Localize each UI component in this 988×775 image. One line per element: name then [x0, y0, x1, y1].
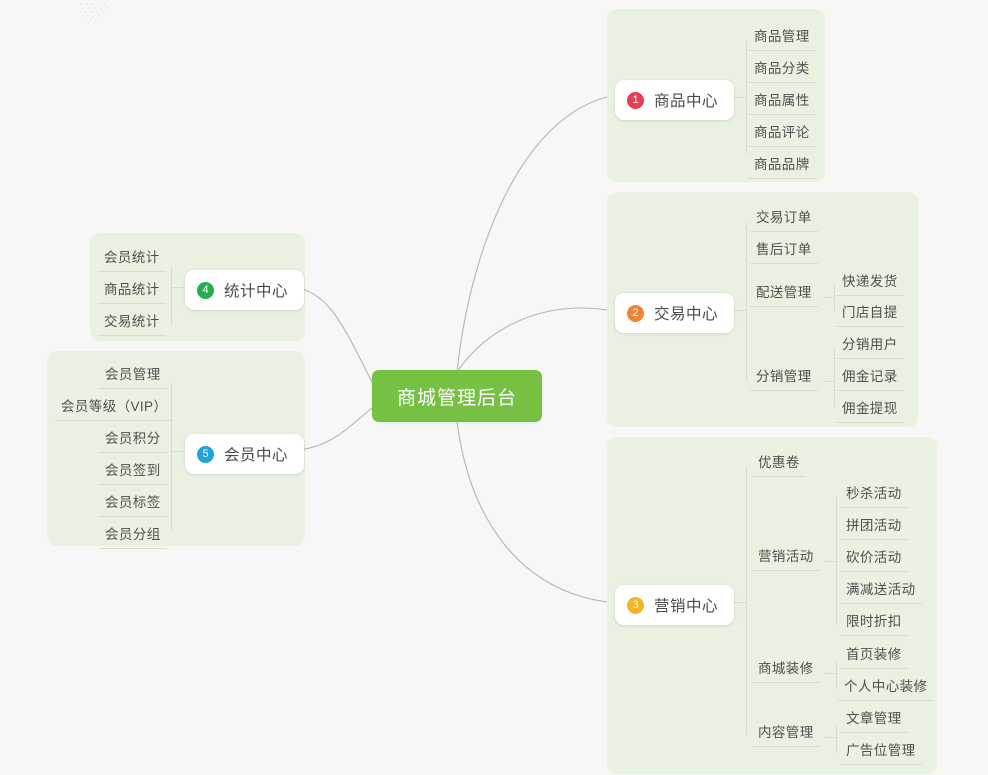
leaf-item[interactable]: 配送管理	[750, 281, 818, 307]
leaf-item[interactable]: 砍价活动	[840, 546, 908, 572]
leaf-item[interactable]: 商品分类	[748, 57, 816, 83]
branch-label-1: 商品中心	[654, 93, 719, 110]
leaf-item[interactable]: 商品管理	[748, 25, 816, 51]
branch-5-stub	[171, 451, 185, 452]
leaf-item[interactable]: 文章管理	[840, 707, 908, 733]
leaf-item[interactable]: 内容管理	[752, 721, 820, 747]
leaf-item[interactable]: 售后订单	[750, 238, 818, 264]
leaf-item[interactable]: 拼团活动	[840, 514, 908, 540]
branch-3-stub	[733, 602, 746, 603]
subbranch-fenxiao-bracket	[834, 349, 835, 407]
subbranch-sczx-stub	[825, 673, 836, 674]
leaf-item[interactable]: 商品统计	[98, 278, 166, 304]
branch-4-bracket	[171, 267, 172, 325]
leaf-item[interactable]: 限时折扣	[840, 610, 908, 636]
branch-node-4[interactable]: 4 统计中心	[185, 270, 305, 310]
watermark-dots	[80, 3, 109, 22]
branch-node-1[interactable]: 1 商品中心	[615, 80, 735, 120]
branch-label-4: 统计中心	[224, 283, 289, 300]
subbranch-peisong-bracket	[834, 285, 835, 312]
branch-2-bracket	[746, 222, 747, 380]
branch-label-5: 会员中心	[224, 447, 289, 464]
leaf-item[interactable]: 交易订单	[750, 206, 818, 232]
subbranch-fenxiao-stub	[823, 381, 834, 382]
branch-label-3: 营销中心	[654, 598, 719, 615]
branch-badge-3-icon: 3	[627, 596, 644, 614]
branch-4-stub	[171, 287, 185, 288]
branch-badge-1-icon: 1	[627, 91, 644, 109]
leaf-item[interactable]: 佣金记录	[836, 365, 904, 391]
branch-badge-5-icon: 5	[197, 445, 214, 463]
leaf-item[interactable]: 交易统计	[98, 310, 166, 336]
leaf-item[interactable]: 会员等级（VIP）	[55, 395, 174, 421]
branch-5-bracket	[171, 383, 172, 531]
leaf-item[interactable]: 商品品牌	[748, 153, 816, 179]
leaf-item[interactable]: 广告位管理	[840, 739, 922, 765]
branch-3-bracket	[746, 467, 747, 735]
center-node-label: 商城管理后台	[396, 387, 517, 409]
subbranch-nrgl-bracket	[836, 725, 837, 753]
branch-node-5[interactable]: 5 会员中心	[185, 434, 305, 474]
branch-2-stub	[733, 310, 746, 311]
leaf-item[interactable]: 营销活动	[752, 545, 820, 571]
subbranch-yxhd-bracket	[836, 497, 837, 625]
leaf-item[interactable]: 会员签到	[99, 459, 167, 485]
leaf-item[interactable]: 分销管理	[750, 365, 818, 391]
leaf-item[interactable]: 会员分组	[99, 523, 167, 549]
branch-badge-4-icon: 4	[197, 281, 214, 299]
leaf-item[interactable]: 商城装修	[752, 657, 820, 683]
leaf-item[interactable]: 商品评论	[748, 121, 816, 147]
leaf-item[interactable]: 佣金提现	[836, 397, 904, 423]
leaf-item[interactable]: 会员积分	[99, 427, 167, 453]
branch-node-3[interactable]: 3 营销中心	[615, 585, 735, 625]
leaf-item[interactable]: 满减送活动	[840, 578, 922, 604]
leaf-item[interactable]: 首页装修	[840, 643, 908, 669]
branch-node-2[interactable]: 2 交易中心	[615, 293, 735, 333]
leaf-item[interactable]: 秒杀活动	[840, 482, 908, 508]
subbranch-peisong-stub	[823, 297, 834, 298]
leaf-item[interactable]: 门店自提	[836, 301, 904, 327]
leaf-item[interactable]: 个人中心装修	[838, 675, 934, 701]
leaf-item[interactable]: 商品属性	[748, 89, 816, 115]
leaf-item[interactable]: 会员管理	[99, 363, 167, 389]
subbranch-yxhd-stub	[825, 561, 836, 562]
branch-1-bracket	[746, 41, 747, 154]
leaf-item[interactable]: 分销用户	[836, 333, 904, 359]
leaf-item[interactable]: 优惠卷	[752, 451, 806, 477]
leaf-item[interactable]: 快递发货	[836, 270, 904, 296]
subbranch-sczx-bracket	[836, 661, 837, 689]
branch-1-stub	[733, 97, 746, 98]
branch-badge-2-icon: 2	[627, 304, 644, 322]
leaf-item[interactable]: 会员标签	[99, 491, 167, 517]
leaf-item[interactable]: 会员统计	[98, 246, 166, 272]
branch-label-2: 交易中心	[654, 306, 719, 323]
center-node[interactable]: 商城管理后台	[372, 370, 542, 422]
subbranch-nrgl-stub	[825, 737, 836, 738]
